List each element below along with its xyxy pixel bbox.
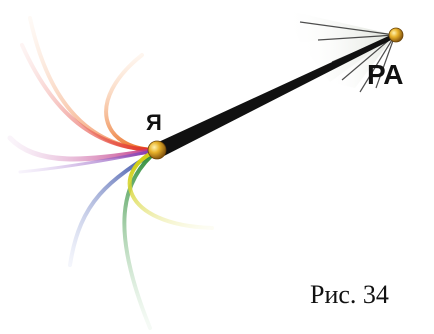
figure-caption: Рис. 34 xyxy=(310,280,389,309)
strand-green xyxy=(122,148,160,330)
self-label: Я xyxy=(146,110,162,135)
beam xyxy=(152,33,397,157)
self-node xyxy=(147,140,167,160)
strand-yellow xyxy=(127,148,214,230)
target-label: РА xyxy=(367,59,403,90)
strand-light-orange xyxy=(28,16,160,152)
strand-red xyxy=(20,43,160,152)
strand-purple xyxy=(18,148,160,174)
target-node xyxy=(388,27,404,43)
self-strands xyxy=(7,16,214,330)
strand-orange xyxy=(104,53,160,152)
